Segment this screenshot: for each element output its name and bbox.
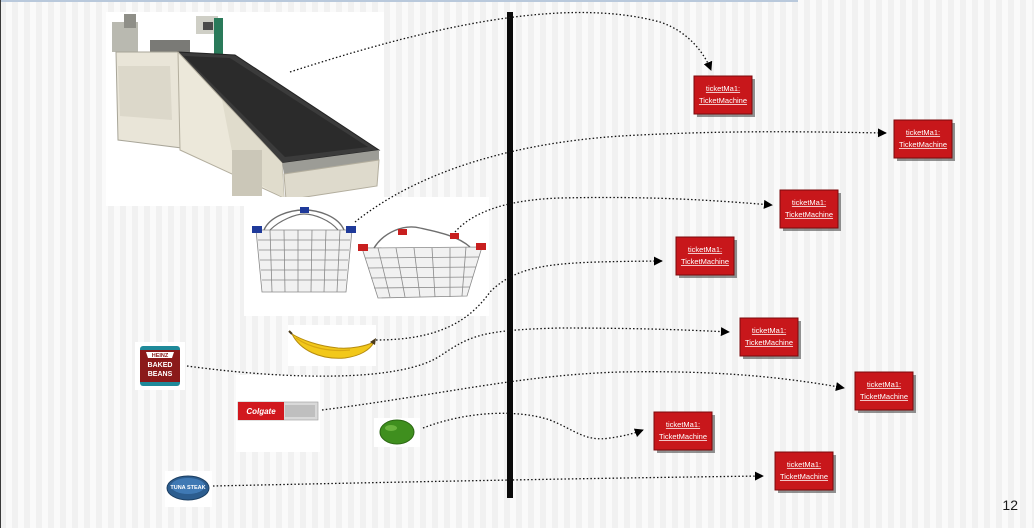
tuna-tin-image: TUNA STEAK — [165, 471, 212, 507]
object-name: ticketMa1: — [906, 128, 940, 137]
checkout-conveyor-image — [106, 12, 384, 206]
object-box: ticketMa1: TicketMachine — [774, 451, 836, 493]
object-name: ticketMa1: — [666, 420, 700, 429]
arrow-conveyor-to-object — [289, 11, 713, 73]
object-box: ticketMa1: TicketMachine — [739, 317, 801, 359]
blue-basket — [255, 209, 353, 293]
beans-line-2: BEANS — [148, 371, 173, 378]
slide-number: 12 — [1002, 497, 1018, 513]
beans-brand-text: HEINZ — [152, 353, 169, 359]
object-class: TicketMachine — [745, 338, 793, 347]
red-basket — [361, 226, 483, 299]
object-class: TicketMachine — [681, 257, 729, 266]
object-box: ticketMa1: TicketMachine — [653, 411, 715, 453]
object-class: TicketMachine — [860, 392, 908, 401]
object-name: ticketMa1: — [792, 198, 826, 207]
object-class: TicketMachine — [780, 472, 828, 481]
beans-line-1: BAKED — [148, 362, 173, 369]
object-box: ticketMa1: TicketMachine — [893, 119, 955, 161]
object-class: TicketMachine — [899, 140, 947, 149]
object-class: TicketMachine — [699, 96, 747, 105]
object-class: TicketMachine — [785, 210, 833, 219]
baked-beans-can-image: HEINZ BAKED BEANS — [135, 342, 185, 390]
object-box: ticketMa1: TicketMachine — [779, 189, 841, 231]
object-box: ticketMa1: TicketMachine — [854, 371, 916, 413]
shopping-baskets-image — [244, 197, 489, 316]
lime-image — [374, 418, 420, 447]
vertical-divider — [507, 12, 513, 498]
object-box: ticketMa1: TicketMachine — [675, 236, 737, 278]
tuna-label-text: TUNA STEAK — [170, 485, 205, 491]
arrow-blue-basket-to-object — [354, 128, 887, 223]
object-name: ticketMa1: — [867, 380, 901, 389]
left-edge — [0, 0, 1, 528]
object-class: TicketMachine — [659, 432, 707, 441]
arrow-toothpaste-to-object — [321, 371, 845, 411]
object-name: ticketMa1: — [706, 84, 740, 93]
arrow-tuna-to-object — [212, 471, 764, 487]
object-name: ticketMa1: — [688, 245, 722, 254]
header-rule — [0, 0, 798, 2]
arrow-red-basket-to-object — [454, 196, 773, 233]
arrow-lime-to-object — [422, 412, 644, 440]
toothpaste-brand-text: Colgate — [246, 407, 276, 416]
object-box: ticketMa1: TicketMachine — [693, 75, 755, 117]
object-name: ticketMa1: — [752, 326, 786, 335]
object-name: ticketMa1: — [787, 460, 821, 469]
banana-image — [288, 325, 376, 366]
arrow-beans-to-object — [186, 327, 730, 377]
toothpaste-image: Colgate — [236, 375, 320, 452]
